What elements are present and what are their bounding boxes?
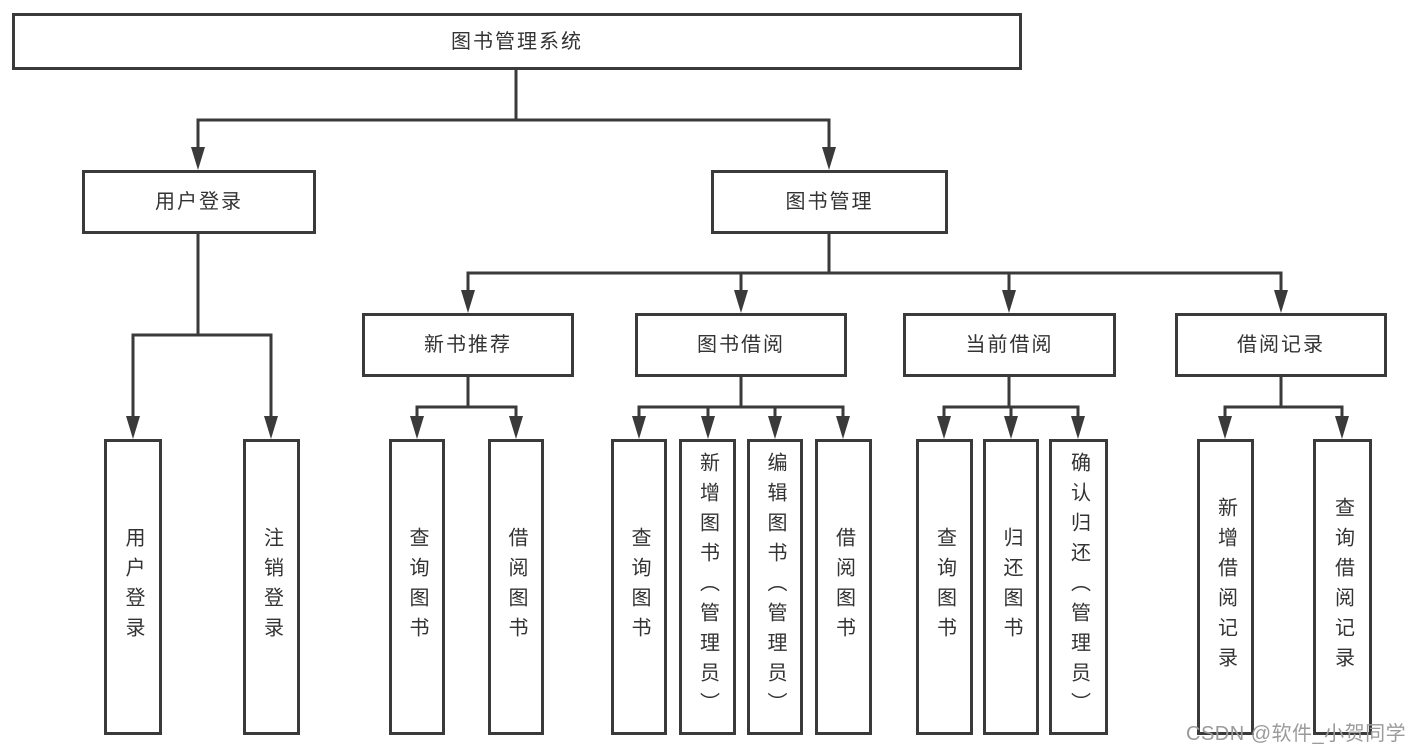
arrow-icon — [126, 416, 140, 439]
arrow-icon — [1274, 290, 1288, 313]
arrow-icon — [937, 416, 951, 439]
leaf-query-books-current: 查询图书 — [916, 439, 973, 735]
arrow-icon — [822, 147, 836, 170]
leaf-query-books-borrow: 查询图书 — [611, 439, 667, 735]
leaf-logout: 注销登录 — [243, 439, 300, 735]
leaf-confirm-return-admin-label: 确认归还（管理员） — [1067, 452, 1090, 722]
leaf-query-books-borrow-label: 查询图书 — [628, 527, 650, 647]
leaf-query-books-recommend-label: 查询图书 — [406, 527, 428, 647]
leaf-confirm-return-admin: 确认归还（管理员） — [1049, 439, 1108, 735]
node-book-management: 图书管理 — [711, 170, 948, 234]
connector-book-borrow — [637, 375, 845, 421]
node-current-borrow: 当前借阅 — [903, 313, 1116, 377]
leaf-logout-label: 注销登录 — [260, 527, 283, 647]
leaf-borrow-books-recommend: 借阅图书 — [488, 439, 544, 735]
arrow-icon — [509, 416, 523, 439]
arrow-icon — [768, 416, 782, 439]
leaf-return-books: 归还图书 — [983, 439, 1039, 735]
node-user-login: 用户登录 — [82, 170, 316, 234]
leaf-return-books-label: 归还图书 — [1000, 527, 1022, 647]
arrow-icon — [836, 416, 850, 439]
leaf-add-book-admin-label: 新增图书（管理员） — [696, 452, 719, 722]
arrow-icon — [632, 416, 646, 439]
connector-root — [196, 67, 831, 152]
leaf-user-login-label: 用户登录 — [122, 527, 144, 647]
node-root-label: 图书管理系统 — [451, 30, 583, 53]
connector-user-login — [131, 232, 273, 421]
leaf-edit-book-admin-label: 编辑图书（管理员） — [764, 452, 786, 722]
arrow-icon — [1071, 416, 1085, 439]
connector-borrow-records — [1223, 375, 1344, 421]
leaf-edit-book-admin: 编辑图书（管理员） — [747, 439, 803, 735]
node-user-login-label: 用户登录 — [155, 191, 243, 213]
leaf-query-borrow-record: 查询借阅记录 — [1313, 439, 1372, 735]
arrow-icon — [264, 416, 278, 439]
node-book-borrow: 图书借阅 — [635, 313, 847, 377]
leaf-borrow-books-label: 借阅图书 — [832, 527, 855, 647]
node-borrow-records: 借阅记录 — [1175, 313, 1387, 377]
connector-current-borrow — [942, 375, 1080, 421]
leaf-borrow-books-recommend-label: 借阅图书 — [505, 527, 527, 647]
leaf-query-books-recommend: 查询图书 — [389, 439, 445, 735]
leaf-query-books-current-label: 查询图书 — [933, 527, 956, 647]
connector-new-book — [415, 375, 518, 421]
leaf-add-book-admin: 新增图书（管理员） — [679, 439, 736, 735]
arrow-icon — [734, 290, 748, 313]
leaf-add-borrow-record: 新增借阅记录 — [1197, 439, 1254, 735]
node-root: 图书管理系统 — [12, 13, 1022, 70]
leaf-user-login: 用户登录 — [104, 439, 162, 735]
arrowheads — [126, 147, 1349, 439]
node-current-borrow-label: 当前借阅 — [965, 334, 1054, 356]
arrow-icon — [701, 416, 715, 439]
connector-book-management — [466, 232, 1283, 295]
arrow-icon — [410, 416, 424, 439]
node-new-book-recommend: 新书推荐 — [362, 313, 574, 377]
arrow-icon — [1002, 290, 1016, 313]
arrow-icon — [461, 290, 475, 313]
watermark: CSDN @软件_小贺同学 — [1186, 723, 1405, 745]
node-borrow-records-label: 借阅记录 — [1237, 334, 1325, 356]
arrow-icon — [191, 147, 205, 170]
node-new-book-recommend-label: 新书推荐 — [424, 334, 512, 356]
leaf-query-borrow-record-label: 查询借阅记录 — [1331, 497, 1354, 677]
leaf-add-borrow-record-label: 新增借阅记录 — [1214, 497, 1237, 677]
arrow-icon — [1335, 416, 1349, 439]
arrow-icon — [1004, 416, 1018, 439]
node-book-borrow-label: 图书借阅 — [697, 334, 785, 356]
arrow-icon — [1218, 416, 1232, 439]
node-book-management-label: 图书管理 — [785, 191, 874, 213]
leaf-borrow-books: 借阅图书 — [815, 439, 872, 735]
